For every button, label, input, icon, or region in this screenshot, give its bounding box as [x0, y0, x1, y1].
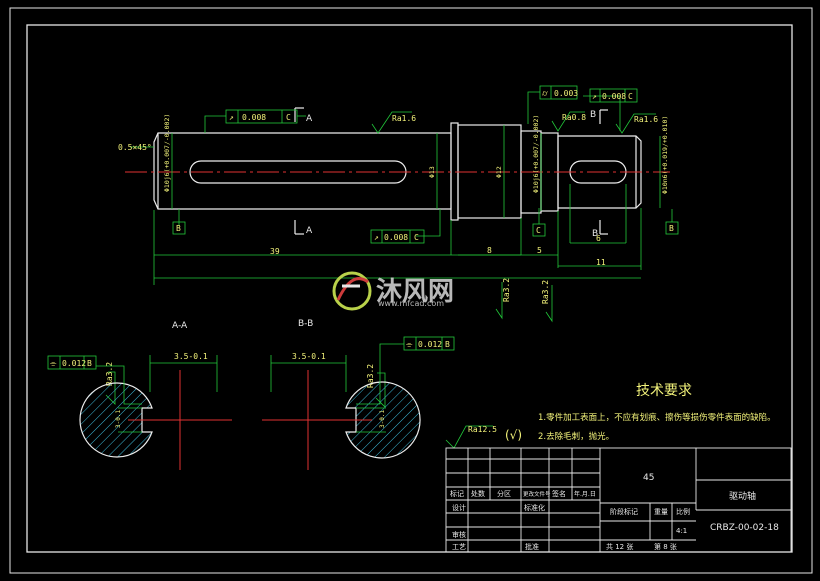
roughness-5: Ra3.2 [541, 280, 550, 304]
svg-text:C: C [628, 92, 633, 101]
length-small-dim: 5 [537, 246, 542, 255]
datum-b-left: B [172, 221, 186, 235]
roughness-4: Ra3.2 [502, 278, 511, 302]
dia-left-dim: Φ10j6(+0.007/-0.002) [163, 114, 171, 192]
label-standard: 标准化 [524, 503, 545, 512]
cut-label-a-bottom: A [306, 226, 313, 236]
svg-text:0.012: 0.012 [418, 340, 442, 349]
svg-text:⌯: ⌯ [406, 340, 413, 349]
svg-text:0.003: 0.003 [554, 89, 578, 98]
svg-text:⌭: ⌭ [542, 89, 548, 98]
label-doc-no: 更改文件号 [523, 490, 551, 498]
notes-check-symbol: (√) [505, 428, 522, 442]
roughness-6: Ra3.2 [105, 362, 114, 386]
inner-frame [26, 24, 793, 553]
label-count: 处数 [471, 489, 485, 498]
roughness-3: Ra1.6 [634, 115, 658, 124]
label-design: 设计 [452, 503, 466, 512]
roughness-7: Ra3.2 [366, 364, 375, 388]
runout-frame-bottom: ↗ 0.008 C [370, 229, 425, 244]
symmetry-frame-b: ⌯ 0.012 B [403, 336, 455, 351]
dia-shoulder-dim: Φ13 [428, 166, 436, 178]
keyway-width-b: 3.5-0.1 [292, 352, 326, 361]
outer-border [9, 7, 813, 574]
length-mid-dim: 8 [487, 246, 492, 255]
chamfer-dim: 0.5×45° [118, 143, 152, 152]
svg-text:C: C [414, 233, 419, 242]
svg-text:⌯: ⌯ [50, 359, 57, 368]
section-a-title: A-A [172, 321, 188, 331]
datum-b-right: B [665, 221, 679, 235]
svg-text:B: B [176, 224, 181, 233]
roughness-1: Ra1.6 [392, 114, 416, 123]
watermark-url: www.mfcad.com [378, 299, 444, 308]
roughness-8: Ra12.5 [468, 425, 497, 434]
label-mark: 标记 [450, 489, 464, 498]
label-approve: 批准 [525, 542, 539, 551]
keyway-depth-b: 3-0.1 [379, 410, 386, 428]
svg-text:↗: ↗ [374, 233, 379, 242]
svg-text:0.008: 0.008 [384, 233, 408, 242]
runout-frame-top-left: ↗ 0.008 C [225, 109, 298, 124]
svg-text:↗: ↗ [592, 92, 597, 101]
label-total: 共 12 张 [606, 542, 633, 551]
section-b-view [262, 343, 421, 470]
cut-label-b-bottom: B [592, 229, 598, 239]
length-right-dim: 11 [596, 258, 606, 267]
material-value: 45 [643, 473, 654, 483]
svg-text:C: C [286, 113, 291, 122]
dia-bearing-dim: Φ10j6(+0.007/-0.002) [532, 115, 540, 193]
dimension-lines [130, 91, 673, 285]
svg-text:B: B [669, 224, 674, 233]
label-date: 年.月.日 [574, 490, 596, 498]
keyway-width-a: 3.5-0.1 [174, 352, 208, 361]
roughness-2: Ra0.8 [562, 113, 586, 122]
label-stage: 阶段标记 [610, 507, 638, 516]
svg-text:↗: ↗ [229, 113, 234, 122]
notes-line-2: 2.去除毛刺，抛光。 [538, 431, 614, 442]
title-block [445, 447, 792, 553]
cut-label-a-top: A [306, 114, 313, 124]
part-name: 驱动轴 [729, 490, 756, 502]
dia-collar-dim: Φ12 [495, 166, 503, 178]
svg-text:B: B [445, 340, 450, 349]
label-review: 审核 [452, 530, 466, 539]
notes-title: 技术要求 [636, 383, 692, 399]
section-b-title: B-B [298, 319, 313, 329]
label-scale: 比例 [676, 507, 690, 516]
label-weight: 重量 [654, 508, 668, 516]
dia-right-dim: Φ10n6(+0.019/+0.010) [661, 116, 669, 194]
label-process: 工艺 [452, 543, 466, 551]
label-sign: 签名 [552, 489, 566, 498]
drawing-number: CRBZ-00-02-18 [710, 523, 779, 533]
keyway-length-dim: 6 [596, 234, 601, 243]
cylindricity-frame: ⌭ 0.003 [539, 85, 578, 100]
symmetry-frame-a: ⌯ 0.012 B [47, 355, 97, 370]
keyway-depth-a: 3-0.1 [115, 410, 122, 428]
mfcad-logo [332, 271, 372, 311]
label-sheet: 第 8 张 [654, 542, 677, 551]
svg-text:B: B [87, 359, 92, 368]
datum-c: C [532, 223, 546, 237]
svg-text:0.012: 0.012 [62, 359, 86, 368]
svg-text:0.008: 0.008 [242, 113, 266, 122]
section-a-view [79, 355, 232, 470]
length-total-dim: 39 [270, 247, 280, 256]
notes-line-1: 1.零件加工表面上，不应有划痕、擦伤等损伤零件表面的缺陷。 [538, 412, 776, 423]
watermark-brand: 沐风网 [376, 277, 454, 307]
cut-label-b-top: B [590, 110, 596, 120]
runout-frame-top-right: ↗ 0.008 C [589, 88, 638, 103]
label-zone: 分区 [497, 489, 511, 498]
svg-text:C: C [536, 226, 541, 235]
scale-value: 4:1 [676, 527, 687, 535]
svg-text:0.008: 0.008 [602, 92, 626, 101]
